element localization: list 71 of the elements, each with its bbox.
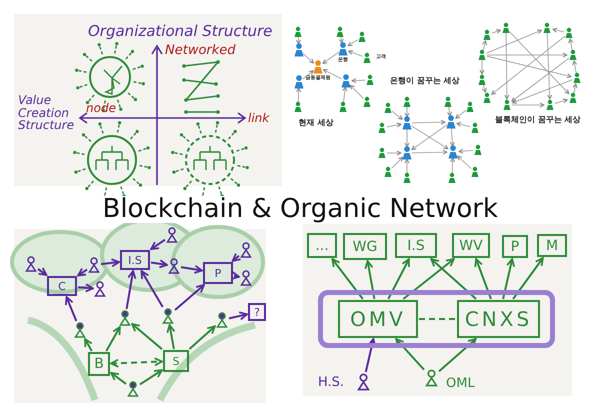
band-outline — [318, 290, 555, 348]
square-box: I.S — [120, 250, 150, 270]
person-icon — [216, 312, 228, 328]
arrow — [512, 257, 544, 300]
arrow — [110, 357, 163, 368]
square-box: I.S — [395, 233, 437, 258]
arrow — [78, 283, 94, 292]
arrow — [110, 372, 127, 385]
square-box: ... — [307, 233, 337, 258]
arrow — [150, 259, 168, 268]
person-icon — [357, 373, 370, 391]
person-label: OML — [446, 377, 475, 391]
person-icon — [88, 257, 100, 273]
arrow — [77, 268, 88, 276]
text-label: Networked — [165, 44, 236, 58]
arrow — [364, 260, 376, 300]
arrow — [230, 271, 240, 280]
square-box: OMV — [338, 300, 418, 338]
square-box: P — [203, 262, 233, 284]
arrow — [228, 312, 248, 320]
arrow — [395, 338, 425, 370]
arrow — [84, 338, 93, 352]
person-icon — [94, 281, 106, 297]
arrow — [140, 270, 164, 308]
arrow — [126, 270, 136, 310]
text-label: Organizational Structure — [88, 24, 272, 40]
arrow — [474, 258, 492, 300]
person-icon — [162, 308, 174, 324]
text-label: 은행이 꿈꾸는 세상 — [390, 77, 460, 86]
square-box: WV — [452, 233, 490, 258]
arrow — [166, 324, 176, 350]
arrow — [150, 238, 166, 250]
text-label: link — [248, 112, 270, 125]
square-box: S — [163, 350, 189, 372]
arrow — [174, 284, 205, 311]
person-icon — [119, 310, 131, 326]
arrow — [139, 369, 163, 386]
text-label: 블록체인이 꿈꾸는 세상 — [495, 116, 581, 124]
square-box: C — [47, 276, 77, 296]
arrow — [232, 252, 242, 262]
text-label: 현재 세상 — [298, 119, 334, 128]
arrow — [402, 258, 455, 300]
arrow — [100, 258, 120, 268]
person-label: H.S. — [318, 376, 344, 390]
person-icon — [74, 322, 86, 338]
arrow — [131, 323, 163, 350]
person-icon — [127, 381, 139, 397]
square-box: M — [537, 234, 567, 257]
square-box: P — [502, 235, 528, 258]
arrow — [430, 258, 477, 300]
person-icon — [240, 242, 252, 258]
square-box: CNXS — [457, 300, 540, 338]
arrow — [105, 326, 121, 352]
arrow — [502, 258, 516, 300]
arrow — [387, 258, 410, 300]
person-icon — [425, 369, 438, 387]
text-label: Value Creation Structure — [18, 94, 76, 132]
person-icon — [168, 258, 180, 274]
arrow — [364, 338, 376, 372]
arrow — [188, 325, 216, 350]
square-box: B — [88, 352, 110, 376]
arrow — [37, 267, 48, 276]
arrow — [65, 296, 78, 322]
arrow — [331, 258, 364, 300]
arrow — [180, 264, 203, 274]
square-box: ? — [248, 303, 266, 321]
arrow — [438, 338, 477, 372]
person-icon — [25, 256, 37, 272]
person-icon — [166, 227, 178, 243]
square-box: WG — [343, 233, 387, 260]
person-icon — [240, 270, 252, 286]
